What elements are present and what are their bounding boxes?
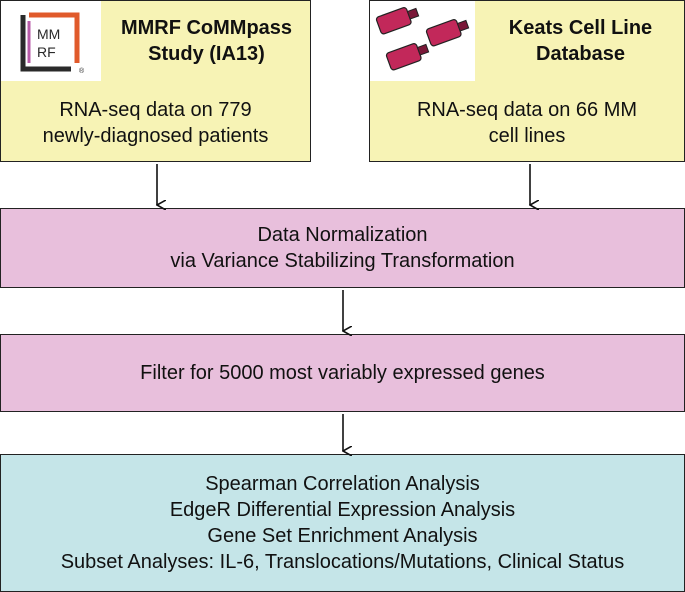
mmrf-description-line-2: newly-diagnosed patients	[42, 125, 269, 147]
mmrf-title-line-2: Study (IA13)	[148, 43, 265, 65]
normalization-line-1: Data Normalization	[257, 224, 428, 246]
mmrf-description-line-1: RNA-seq data on 779	[59, 99, 252, 121]
flask-icon	[425, 19, 470, 47]
filter-line-1: Filter for 5000 most variably expressed …	[140, 362, 545, 384]
keats-title-line-2: Database	[536, 43, 625, 65]
analysis-line-3: Gene Set Enrichment Analysis	[207, 525, 478, 547]
keats-description: RNA-seq data on 66 MM cell lines	[370, 85, 684, 161]
analysis-line-4: Subset Analyses: IL-6, Translocations/Mu…	[60, 551, 625, 573]
flask-icon	[385, 43, 430, 71]
filter-step-box: Filter for 5000 most variably expressed …	[0, 334, 685, 412]
keats-title: Keats Cell Line Database	[475, 1, 685, 81]
keats-description-line-2: cell lines	[488, 125, 566, 147]
normalization-step-box: Data Normalization via Variance Stabiliz…	[0, 208, 685, 288]
mmrf-title-line-1: MMRF CoMMpass	[120, 17, 293, 39]
flask-icon	[375, 7, 420, 35]
mmrf-logo: MM RF ®	[1, 1, 101, 81]
mmrf-description: RNA-seq data on 779 newly-diagnosed pati…	[1, 85, 310, 161]
svg-text:®: ®	[79, 67, 85, 75]
mmrf-source-box: MM RF ® MMRF CoMMpass Study (IA13) RNA-s…	[0, 0, 311, 162]
logo-letters-top: MM	[37, 26, 60, 42]
mmrf-title: MMRF CoMMpass Study (IA13)	[101, 1, 312, 81]
keats-title-line-1: Keats Cell Line	[508, 17, 653, 39]
analysis-line-1: Spearman Correlation Analysis	[205, 473, 480, 495]
cell-flasks-image	[370, 1, 475, 81]
keats-source-box: Keats Cell Line Database RNA-seq data on…	[369, 0, 685, 162]
analyses-box: Spearman Correlation Analysis EdgeR Diff…	[0, 454, 685, 592]
logo-letters-bottom: RF	[37, 44, 56, 60]
analysis-line-2: EdgeR Differential Expression Analysis	[169, 499, 516, 521]
keats-description-line-1: RNA-seq data on 66 MM	[416, 99, 638, 121]
normalization-line-2: via Variance Stabilizing Transformation	[170, 250, 515, 272]
